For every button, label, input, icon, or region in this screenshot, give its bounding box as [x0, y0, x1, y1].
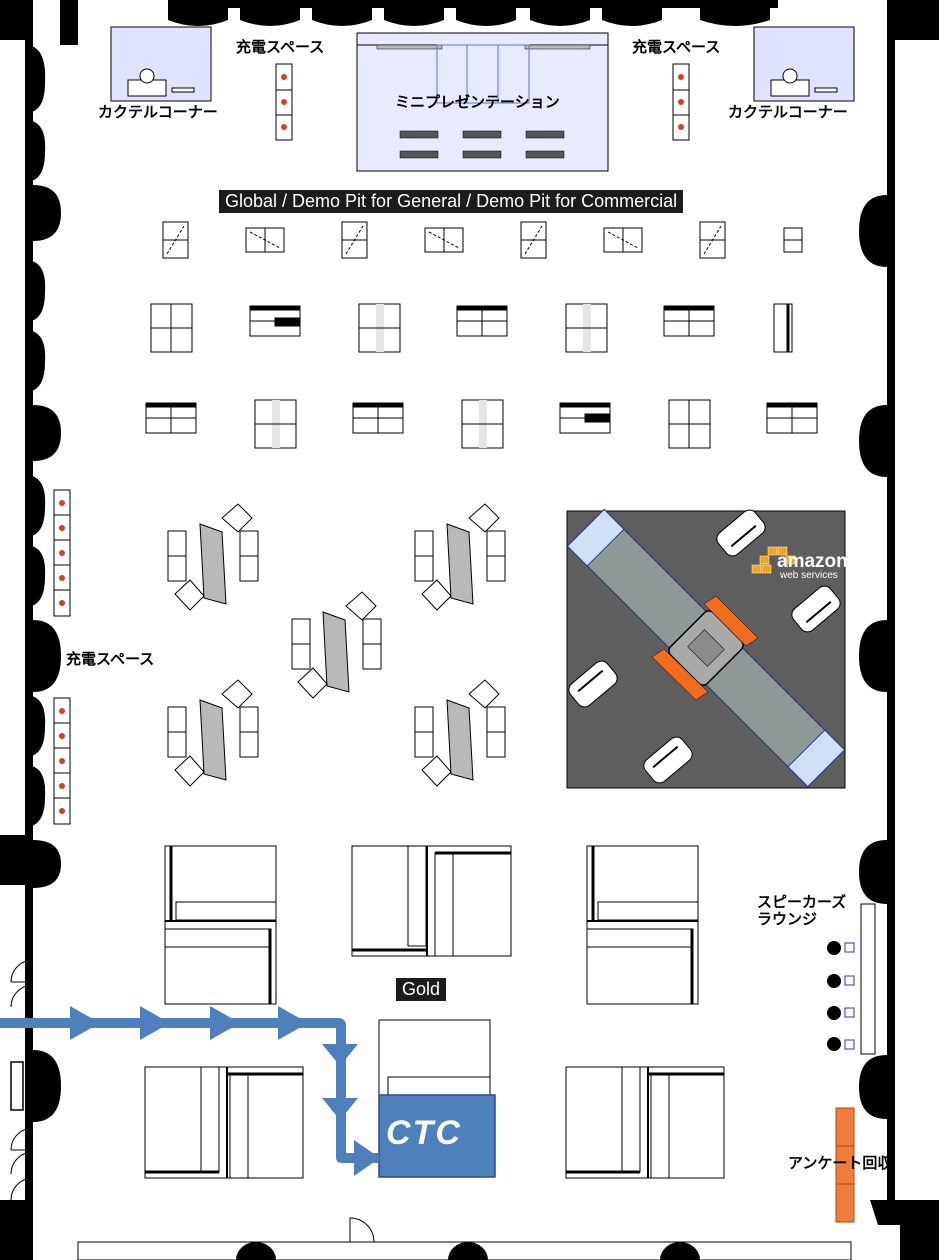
survey-collection-label: アンケート回収 [788, 1154, 893, 1172]
lounge-cluster [167, 679, 259, 787]
survey-collection-box [835, 1107, 855, 1223]
speakers-lounge-label-line1: スピーカーズ [757, 893, 847, 911]
route-arrow-icon [0, 1006, 380, 1176]
ctc-logo: CTC [386, 1114, 462, 1152]
bottom-wall [77, 1241, 852, 1260]
speakers-lounge [827, 903, 876, 1055]
charging-space-label-left: 充電スペース [66, 650, 155, 668]
global-demo-pit-banner: Global / Demo Pit for General / Demo Pit… [219, 190, 684, 213]
pillar-icon [168, 8, 770, 26]
lounge-seating [167, 503, 506, 787]
door-arc-icon [10, 959, 375, 1243]
mini-presentation-label: ミニプレゼンテーション [395, 93, 560, 111]
demo-pit-small-tables [162, 221, 803, 259]
ctc-booth [378, 1094, 496, 1178]
lounge-cluster [167, 503, 259, 611]
charging-space-label-top-right: 充電スペース [632, 38, 721, 56]
cocktail-corner-label-right: カクテルコーナー [728, 103, 848, 121]
gold-banner: Gold [396, 978, 447, 1001]
cocktail-corner-left [110, 26, 212, 102]
aws-logo-cubes-icon [751, 546, 796, 574]
speakers-lounge-label-line2: ラウンジ [757, 910, 818, 928]
mini-presentation-stage [356, 32, 609, 172]
aws-logo-sub: web services [780, 570, 838, 581]
demo-pit-booths [145, 303, 818, 449]
charging-outlet-icon [53, 63, 690, 825]
gold-booths [144, 845, 725, 1179]
lounge-cluster [291, 591, 382, 699]
lounge-cluster [414, 679, 506, 787]
left-wall-pillars [25, 45, 61, 1122]
right-wall-pillars [859, 195, 887, 1119]
cocktail-corner-right [753, 26, 855, 102]
lounge-cluster [414, 503, 506, 611]
aws-logo-name: amazon [777, 551, 848, 572]
charging-space-label-top-left: 充電スペース [236, 38, 325, 56]
cocktail-corner-label-left: カクテルコーナー [98, 103, 218, 121]
aws-booth [566, 508, 846, 789]
